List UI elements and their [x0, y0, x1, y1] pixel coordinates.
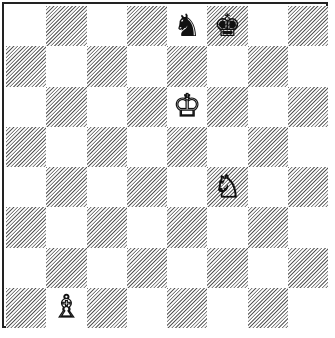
square-b3[interactable] [46, 207, 86, 247]
square-e2[interactable] [167, 248, 207, 288]
square-a6[interactable] [6, 87, 46, 127]
square-c5[interactable] [87, 127, 127, 167]
square-h4[interactable] [288, 167, 328, 207]
square-g5[interactable] [248, 127, 288, 167]
square-e4[interactable] [167, 167, 207, 207]
square-e5[interactable] [167, 127, 207, 167]
square-d3[interactable] [127, 207, 167, 247]
square-a2[interactable] [6, 248, 46, 288]
square-b2[interactable] [46, 248, 86, 288]
square-g7[interactable] [248, 46, 288, 86]
square-a3[interactable] [6, 207, 46, 247]
square-e8[interactable]: ♞ [167, 6, 207, 46]
square-f5[interactable] [207, 127, 247, 167]
square-c2[interactable] [87, 248, 127, 288]
square-c3[interactable] [87, 207, 127, 247]
square-b5[interactable] [46, 127, 86, 167]
square-g4[interactable] [248, 167, 288, 207]
square-d2[interactable] [127, 248, 167, 288]
square-b8[interactable] [46, 6, 86, 46]
square-c1[interactable] [87, 288, 127, 328]
square-f6[interactable] [207, 87, 247, 127]
square-f1[interactable] [207, 288, 247, 328]
square-b1[interactable]: ♗ [46, 288, 86, 328]
square-h5[interactable] [288, 127, 328, 167]
square-g6[interactable] [248, 87, 288, 127]
square-a8[interactable] [6, 6, 46, 46]
square-e1[interactable] [167, 288, 207, 328]
square-h2[interactable] [288, 248, 328, 288]
square-g2[interactable] [248, 248, 288, 288]
white-king-icon[interactable]: ♔ [167, 87, 207, 127]
white-bishop-icon[interactable]: ♗ [46, 288, 86, 328]
black-knight-icon[interactable]: ♞ [167, 6, 207, 46]
square-e7[interactable] [167, 46, 207, 86]
square-g1[interactable] [248, 288, 288, 328]
square-g8[interactable] [248, 6, 288, 46]
square-f2[interactable] [207, 248, 247, 288]
square-h8[interactable] [288, 6, 328, 46]
square-d6[interactable] [127, 87, 167, 127]
square-h7[interactable] [288, 46, 328, 86]
square-e3[interactable] [167, 207, 207, 247]
white-knight-icon[interactable]: ♘ [207, 167, 247, 207]
chess-board: ♞♚ ♔♘ ♗ [6, 6, 328, 328]
square-d8[interactable] [127, 6, 167, 46]
square-c6[interactable] [87, 87, 127, 127]
square-a4[interactable] [6, 167, 46, 207]
square-c8[interactable] [87, 6, 127, 46]
square-d5[interactable] [127, 127, 167, 167]
square-a7[interactable] [6, 46, 46, 86]
square-f4[interactable]: ♘ [207, 167, 247, 207]
square-f7[interactable] [207, 46, 247, 86]
square-c4[interactable] [87, 167, 127, 207]
square-b4[interactable] [46, 167, 86, 207]
square-a5[interactable] [6, 127, 46, 167]
square-h6[interactable] [288, 87, 328, 127]
square-h1[interactable] [288, 288, 328, 328]
square-c7[interactable] [87, 46, 127, 86]
square-g3[interactable] [248, 207, 288, 247]
square-h3[interactable] [288, 207, 328, 247]
chess-board-frame: ♞♚ ♔♘ ♗ [2, 2, 328, 328]
square-e6[interactable]: ♔ [167, 87, 207, 127]
square-d7[interactable] [127, 46, 167, 86]
square-d4[interactable] [127, 167, 167, 207]
black-king-icon[interactable]: ♚ [207, 6, 247, 46]
square-f8[interactable]: ♚ [207, 6, 247, 46]
square-a1[interactable] [6, 288, 46, 328]
square-d1[interactable] [127, 288, 167, 328]
square-b6[interactable] [46, 87, 86, 127]
square-b7[interactable] [46, 46, 86, 86]
square-f3[interactable] [207, 207, 247, 247]
